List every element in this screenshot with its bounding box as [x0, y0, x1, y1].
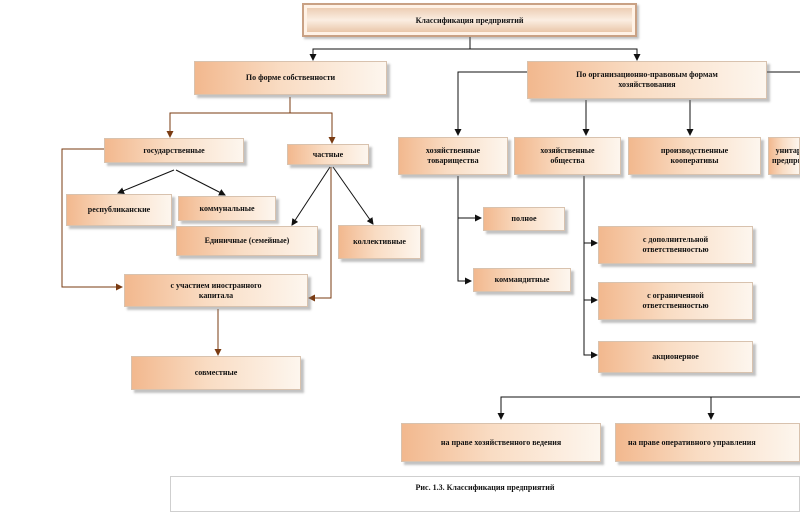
figure-caption: Рис. 1.3. Классификация предприятий — [170, 476, 800, 512]
node-limited-partnership: коммандитные — [473, 268, 571, 292]
node-joint-stock: акционерное — [598, 341, 753, 373]
node-additional-liability: с дополнительной ответственностью — [598, 226, 753, 264]
arrow-ownership-to-private — [290, 112, 336, 144]
arrow-title-to-legal — [470, 48, 641, 61]
arrow-state-to-foreign — [61, 148, 123, 291]
arrow-ownership-to-state — [166, 97, 291, 138]
node-state: государственные — [104, 138, 244, 163]
arrow-partnerships-to-limited — [457, 218, 472, 285]
arrow-companies-to-additional — [583, 176, 598, 247]
node-full-partnership: полное — [483, 207, 565, 231]
arrow-companies-to-limited-liability — [583, 243, 598, 304]
figure-caption-text: Рис. 1.3. Классификация предприятий — [415, 483, 555, 492]
arrow-private-to-sole — [291, 166, 331, 226]
arrow-legal-to-partnerships — [454, 71, 527, 136]
node-joint: совместные — [131, 356, 301, 390]
diagram-title: Классификация предприятий — [302, 3, 637, 37]
node-foreign-capital: с участием иностранного капитала — [124, 274, 308, 307]
node-operational-management: на праве оперативного управления — [615, 423, 800, 462]
arrow-partnerships-to-full — [457, 176, 482, 222]
node-municipal: коммунальные — [178, 196, 276, 221]
arrow-state-to-municipal — [175, 169, 226, 196]
node-private: частные — [287, 144, 369, 165]
node-companies: хозяйственные общества — [514, 137, 621, 175]
arrow-companies-to-joint-stock — [583, 300, 598, 359]
arrow-state-to-republican — [117, 169, 175, 194]
node-partnerships: хозяйственные товарищества — [398, 137, 508, 175]
node-republican: республиканские — [66, 194, 172, 226]
node-sole: Единичные (семейные) — [176, 226, 318, 256]
node-limited-liability: с ограниченной ответственностью — [598, 282, 753, 320]
node-legal-forms: По организационно-правовым формам хозяйс… — [527, 61, 767, 99]
node-ownership: По форме собственности — [194, 61, 387, 95]
arrow-private-to-foreign — [308, 167, 332, 302]
arrow-title-to-ownership — [309, 37, 471, 61]
node-cooperatives: производственные кооперативы — [628, 137, 761, 175]
node-economic-management: на праве хозяйственного ведения — [401, 423, 601, 462]
arrow-unitary-to-economic — [497, 396, 800, 420]
arrow-private-to-collective — [332, 166, 374, 225]
node-unitary: унитарные предприятия — [768, 137, 800, 175]
node-collective: коллективные — [338, 225, 421, 259]
